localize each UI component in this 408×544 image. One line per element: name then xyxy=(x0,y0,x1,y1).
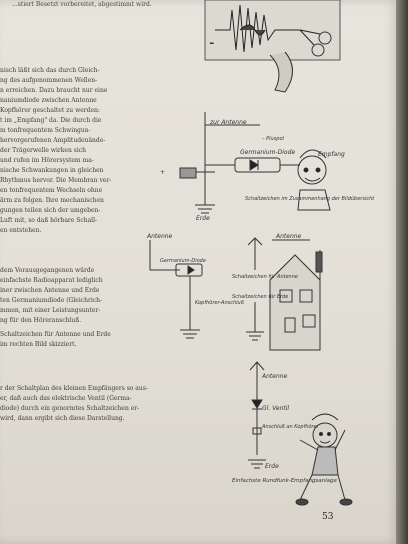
text-line: und rufen im Hörersystem ma- xyxy=(0,157,94,164)
text-line: Kopfhörer geschaltet zu werden: xyxy=(0,107,100,114)
erde-low-label: Erde xyxy=(265,463,279,470)
text-line: im rechten Bild skizziert. xyxy=(0,341,77,348)
text-line: t im „Empfang" da. Die durch die xyxy=(0,117,102,124)
caption-low-label: Einfachste Rundfunk-Empfangsanlage xyxy=(232,478,338,484)
minus-label: – xyxy=(210,39,214,47)
diode-low-label: Gl. Ventil xyxy=(262,405,289,412)
text-line: ärm zu folgen. Ihre mechanischen xyxy=(0,197,104,204)
text-line: Luft mit, so daß hörbare Schall- xyxy=(0,217,98,224)
schematic-kid-illustration xyxy=(248,361,353,506)
text-line: ...stiert Besetzt vorbereitet, abgestimm… xyxy=(12,1,152,8)
text-line: n erreichen. Dazu braucht nur eine xyxy=(0,87,108,94)
text-line: Rhythmus hervor. Die Membran ver- xyxy=(0,177,112,184)
reception-plus-label: + xyxy=(160,169,165,176)
text-line: Schaltzeichen für Antenne und Erde xyxy=(0,331,111,338)
headphones-label: Kopfhörer-Anschluß xyxy=(195,300,244,306)
text-line: en entstehen. xyxy=(0,227,42,234)
text-line: gungen teilen sich der umgeben- xyxy=(0,207,101,214)
symbol-antenna-label: Schaltzeichen für Antenne xyxy=(232,274,298,280)
antenna-upper-label: zur Antenne xyxy=(209,119,247,126)
antenna-mid-label: Antenne xyxy=(146,233,173,240)
diode-mid-label: Germanium-Diode xyxy=(160,258,206,264)
symbol-earth-label: Schaltzeichen für Erde xyxy=(232,294,288,300)
text-line: einfachste Radioapparat lediglich xyxy=(0,277,103,284)
text-line: wird, dann ergibt sich diese Darstellung… xyxy=(0,415,125,422)
page-number: 53 xyxy=(322,512,334,522)
earth-label: Erde xyxy=(196,215,210,222)
antenna-low-label: Antenne xyxy=(261,373,288,380)
symbol-desc-label: Schaltzeichen im Zusammenhang der Bildüb… xyxy=(245,196,375,202)
text-line: m tonfrequentem Schwingun- xyxy=(0,127,91,134)
page-edge-shadow xyxy=(396,0,408,544)
antenna-house-label: Antenne xyxy=(275,233,302,240)
text-line: en tonfrequentem Wechseln ohne xyxy=(0,187,103,194)
text-line: ng für den Höreranschluß. xyxy=(0,317,82,324)
text-line: nische Schwankungen in gleichen xyxy=(0,167,104,174)
text-line: r der Schaltplan des kleinen Empfängers … xyxy=(0,385,148,392)
hp-low-label: Anschluß an Kopfhörer xyxy=(261,424,320,430)
text-line: hervorgerufenen Amplitudenände- xyxy=(0,137,106,144)
text-line: er, daß auch das elektrische Ventil (Ger… xyxy=(0,395,132,402)
waveform-scissors-illustration: – xyxy=(204,0,341,93)
text-line: nisch läßt sich das durch Gleich- xyxy=(0,67,100,74)
pluspol-label: – Pluspol xyxy=(262,136,285,142)
text-line: diode) durch ein genormtes Schaltzeichen… xyxy=(0,405,140,412)
text-line: ng des aufgenommenen Wellen- xyxy=(0,77,98,84)
diode-circuit-illustration xyxy=(179,112,331,214)
text-line: mmen, mit einer Leistungsunter- xyxy=(0,307,101,314)
reception-label: Empfang xyxy=(318,151,345,158)
text-line: dem Vorausgegangenen würde xyxy=(0,267,95,274)
antenna-symbols-illustration xyxy=(149,237,323,351)
diode-label: Germanium-Diode xyxy=(240,149,295,156)
text-line: iner zwischen Antenne und Erde xyxy=(0,287,100,294)
text-line: naniumdiode zwischen Antenne xyxy=(0,97,97,104)
text-line: ten Germaniumdiode (Gleichrich- xyxy=(0,297,103,304)
text-line: der Trägerwelle wirken sich xyxy=(0,147,86,154)
